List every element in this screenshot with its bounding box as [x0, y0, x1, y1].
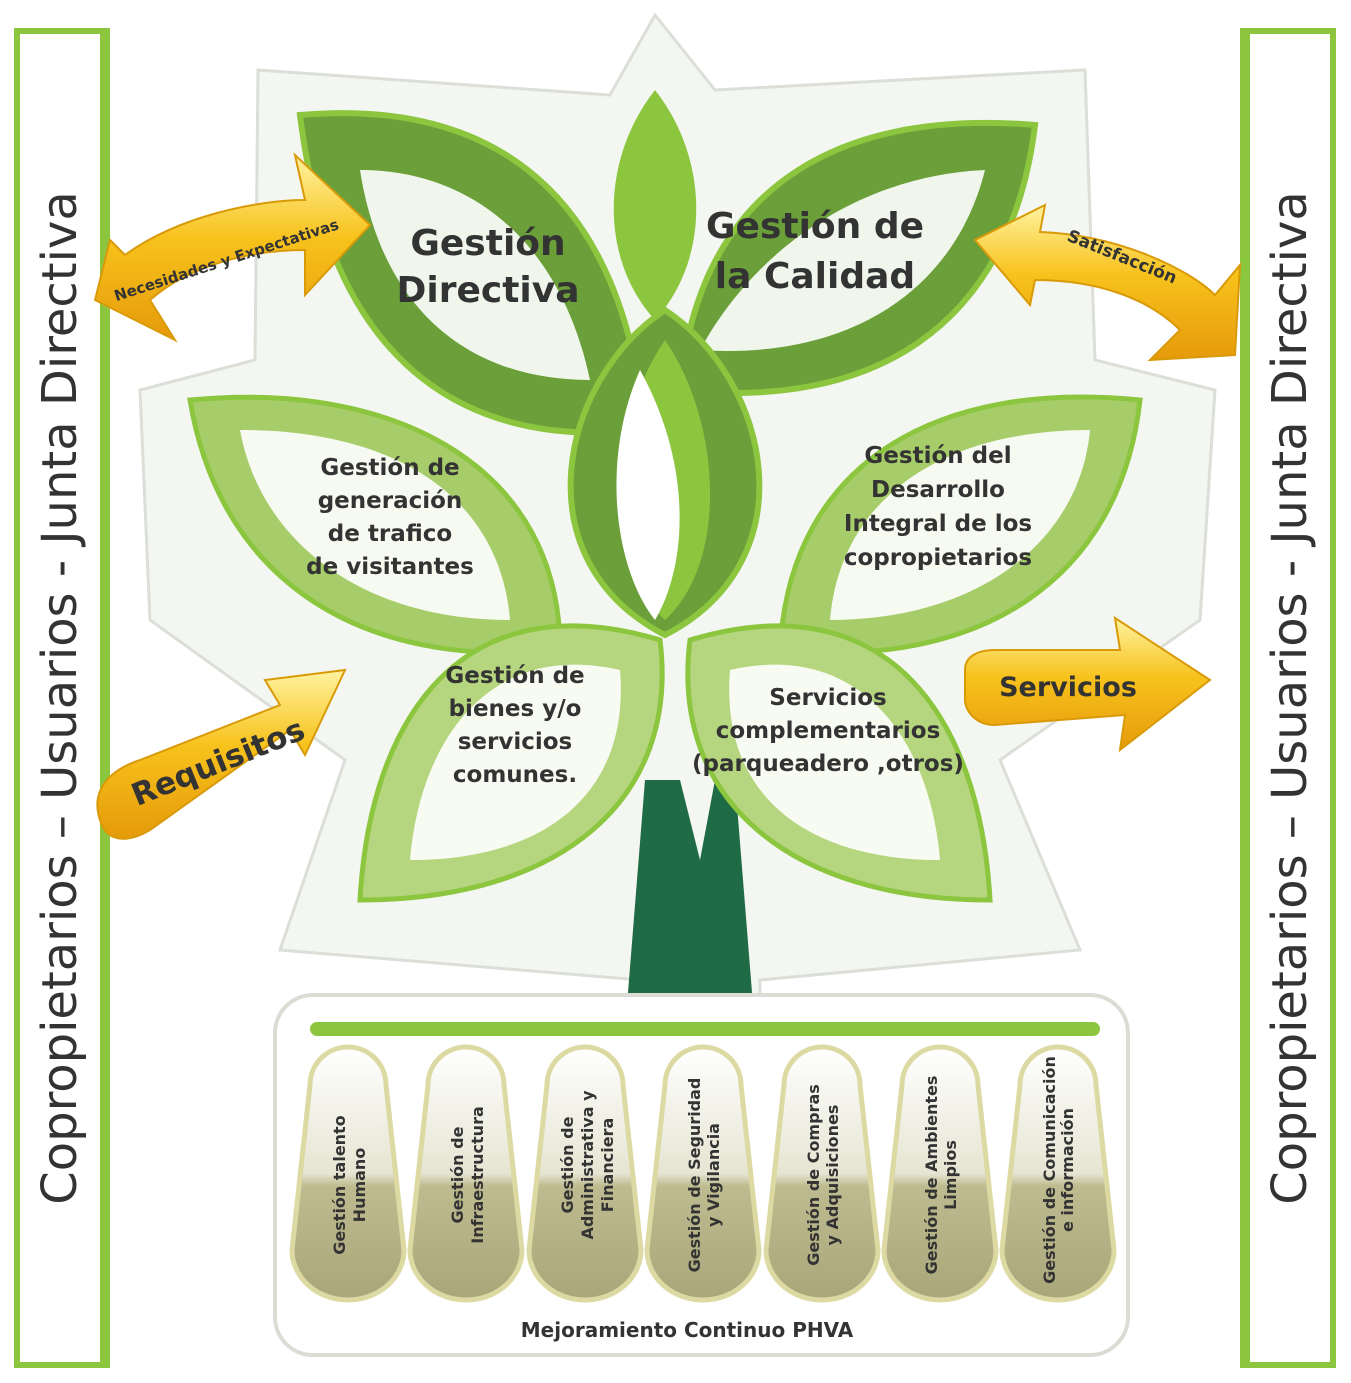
root-capsule: Gestión talentoHumano: [289, 1044, 407, 1303]
leaf-label-gestion-directiva-line2: Directiva: [396, 270, 579, 311]
root-capsule: Gestión de Comunicacióne información: [999, 1044, 1117, 1303]
root-label-line: Financiera: [598, 1118, 617, 1213]
root-label-line: y Vigilancia: [704, 1123, 723, 1227]
root-capsule: Gestión de Seguridady Vigilancia: [644, 1044, 762, 1303]
leaf-label-gestion-directiva-line1: Gestión: [410, 223, 565, 264]
root-label-line: Gestión de: [558, 1116, 577, 1213]
root-label-line: Limpios: [941, 1140, 960, 1210]
root-label-line: Gestión talento: [330, 1115, 349, 1254]
footer-label: Mejoramiento Continuo PHVA: [521, 1318, 854, 1342]
leaf-label-trafico-line3: de trafico: [328, 521, 452, 547]
svg-text:Gestión deInfraestructura: Gestión deInfraestructura: [448, 1106, 487, 1244]
root-label-line: Gestión de: [448, 1126, 467, 1223]
leaf-desarrollo: [777, 394, 1143, 656]
svg-text:Gestión de Comprasy Adquisicio: Gestión de Comprasy Adquisiciones: [804, 1084, 842, 1266]
leaf-label-desarrollo-line1: Gestión del: [864, 443, 1011, 469]
root-label-line: y Adquisiciones: [823, 1105, 842, 1246]
leaf-complementarios: [685, 623, 993, 903]
trunk: [625, 780, 755, 1030]
leaf-label-desarrollo-line3: Integral de los: [844, 511, 1032, 537]
leaf-label-desarrollo-line4: copropietarios: [844, 545, 1032, 571]
roots-ground-line: [310, 1022, 1100, 1036]
leaf-label-bienes-line3: servicios: [458, 729, 573, 755]
leaf-label-bienes-line1: Gestión de: [445, 663, 584, 689]
root-label-line: Gestión de Comunicación: [1040, 1056, 1059, 1284]
svg-text:Gestión de Comunicacióne infor: Gestión de Comunicacióne información: [1040, 1056, 1077, 1284]
leaf-trafico: [187, 394, 563, 656]
root-label-line: e información: [1058, 1108, 1077, 1232]
root-label-line: Humano: [350, 1148, 369, 1223]
root-capsule: Gestión de AmbientesLimpios: [881, 1044, 999, 1303]
left-stakeholder-panel: Copropietarios – Usuarios - Junta Direct…: [14, 28, 110, 1368]
leaf-label-bienes-line4: comunes.: [453, 762, 577, 788]
leaf-label-complementarios-line1: Servicios: [769, 685, 886, 711]
svg-text:Gestión talentoHumano: Gestión talentoHumano: [330, 1115, 369, 1254]
root-label-line: Gestión de Ambientes: [922, 1076, 941, 1275]
root-capsule: Gestión de Comprasy Adquisiciones: [763, 1044, 881, 1303]
leaf-bienes: [357, 623, 665, 903]
leaf-label-bienes-line2: bienes y/o: [449, 696, 582, 722]
svg-text:Gestión de AmbientesLimpios: Gestión de AmbientesLimpios: [922, 1076, 960, 1275]
leaf-label-complementarios-line3: (parqueadero ,otros): [692, 751, 964, 777]
root-label-line: Gestión de Seguridad: [685, 1078, 704, 1273]
root-label-line: Gestión de Compras: [804, 1084, 823, 1266]
root-label-line: Administrativa y: [578, 1090, 597, 1240]
arrow-servicios: Servicios: [964, 615, 1212, 753]
root-capsule: Gestión deInfraestructura: [407, 1044, 525, 1303]
leaf-label-trafico-line4: de visitantes: [306, 554, 474, 580]
leaf-label-trafico-line1: Gestión de: [320, 455, 459, 481]
top-bud: [613, 90, 697, 320]
leaf-label-trafico-line2: generación: [318, 488, 463, 514]
svg-text:Gestión de Seguridady Vigilanc: Gestión de Seguridady Vigilancia: [685, 1078, 723, 1273]
root-label-line: Infraestructura: [468, 1106, 487, 1244]
leaf-label-desarrollo-line2: Desarrollo: [871, 477, 1005, 503]
right-stakeholder-panel: Copropietarios – Usuarios - Junta Direct…: [1240, 28, 1336, 1368]
leaf-label-gestion-calidad-line1: Gestión de: [706, 206, 924, 247]
leaf-label-gestion-calidad-line2: la Calidad: [715, 256, 915, 297]
leaf-label-complementarios-line2: complementarios: [716, 718, 941, 744]
arrow-requisitos: Requisitos: [96, 668, 347, 840]
root-capsule: Gestión deAdministrativa yFinanciera: [526, 1044, 644, 1303]
arrow-label-servicios: Servicios: [999, 672, 1137, 703]
svg-text:Gestión deAdministrativa yFina: Gestión deAdministrativa yFinanciera: [558, 1090, 617, 1240]
